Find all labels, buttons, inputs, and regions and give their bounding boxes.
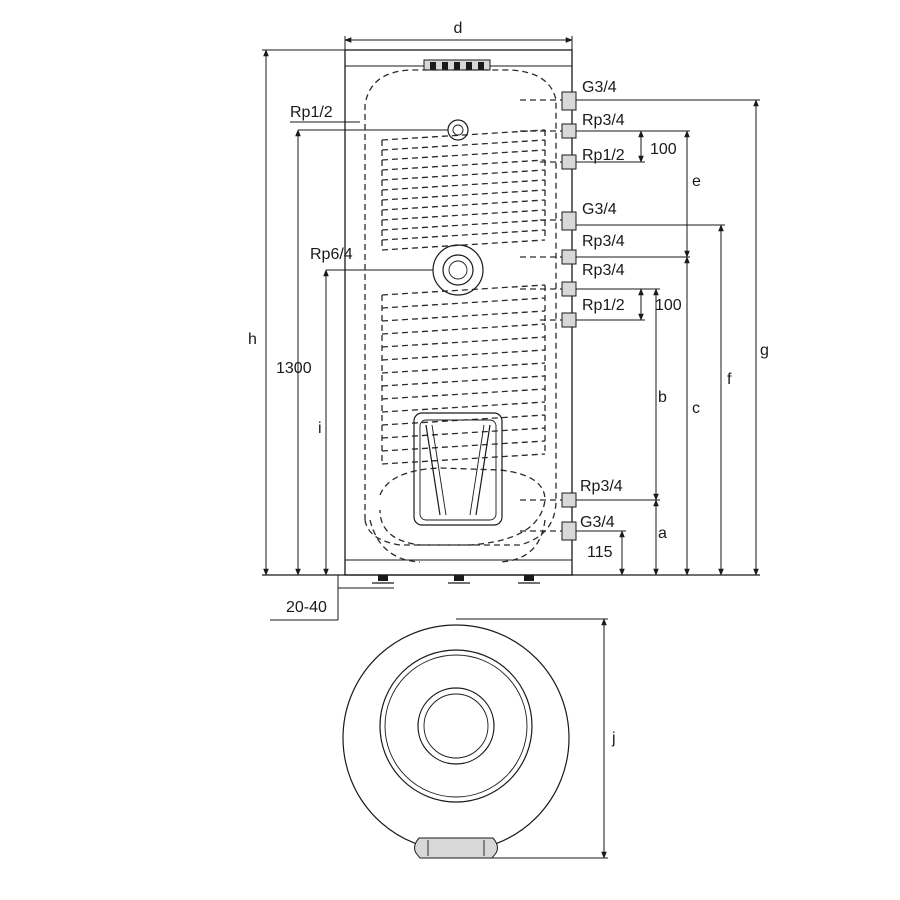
top-terminals bbox=[423, 59, 491, 71]
dim-b: b bbox=[658, 389, 667, 406]
dim-h: h bbox=[248, 331, 257, 348]
dim-a: a bbox=[658, 525, 667, 542]
label-rp34-top: Rp3/4 bbox=[582, 112, 625, 129]
label-rp12-top: Rp1/2 bbox=[582, 147, 625, 164]
port-rp64 bbox=[432, 244, 484, 296]
tank-feet bbox=[372, 575, 540, 584]
heater-cover bbox=[414, 837, 498, 859]
label-g34-low: G3/4 bbox=[580, 514, 615, 531]
dim-i: i bbox=[318, 420, 322, 437]
top-view: j bbox=[342, 618, 616, 859]
dim-1300: 1300 bbox=[276, 360, 312, 377]
lower-coil bbox=[381, 284, 546, 465]
dim-d: d bbox=[454, 20, 463, 37]
upper-coil bbox=[381, 129, 546, 251]
label-rp12-mid: Rp1/2 bbox=[582, 297, 625, 314]
label-g34-mid: G3/4 bbox=[582, 201, 617, 218]
top-middle-ring bbox=[379, 649, 533, 803]
dim-100-top: 100 bbox=[650, 141, 677, 158]
label-rp12-left: Rp1/2 bbox=[290, 104, 333, 121]
top-outer-ring bbox=[342, 624, 570, 852]
label-rp34-mid-b: Rp3/4 bbox=[582, 262, 625, 279]
label-rp34-low: Rp3/4 bbox=[580, 478, 623, 495]
dim-100-mid: 100 bbox=[655, 297, 682, 314]
label-rp34-mid-a: Rp3/4 bbox=[582, 233, 625, 250]
tank-outline bbox=[344, 49, 573, 576]
dim-c: c bbox=[692, 400, 700, 417]
top-inner-ring bbox=[417, 687, 495, 765]
dim-115: 115 bbox=[587, 544, 613, 561]
right-connections bbox=[520, 91, 577, 541]
inner-vessel bbox=[364, 69, 557, 546]
label-rp64: Rp6/4 bbox=[310, 246, 353, 263]
heater-flange bbox=[413, 412, 503, 526]
dim-e: e bbox=[692, 173, 701, 190]
dim-j: j bbox=[611, 730, 616, 747]
dim-g: g bbox=[760, 342, 769, 359]
dim-f: f bbox=[727, 371, 732, 388]
label-g34-top: G3/4 bbox=[582, 79, 617, 96]
side-view: d h 1300 Rp1/2 i Rp6/4 20-40 G3/4 g Rp3/… bbox=[248, 20, 769, 621]
dim-20-40: 20-40 bbox=[286, 599, 327, 616]
